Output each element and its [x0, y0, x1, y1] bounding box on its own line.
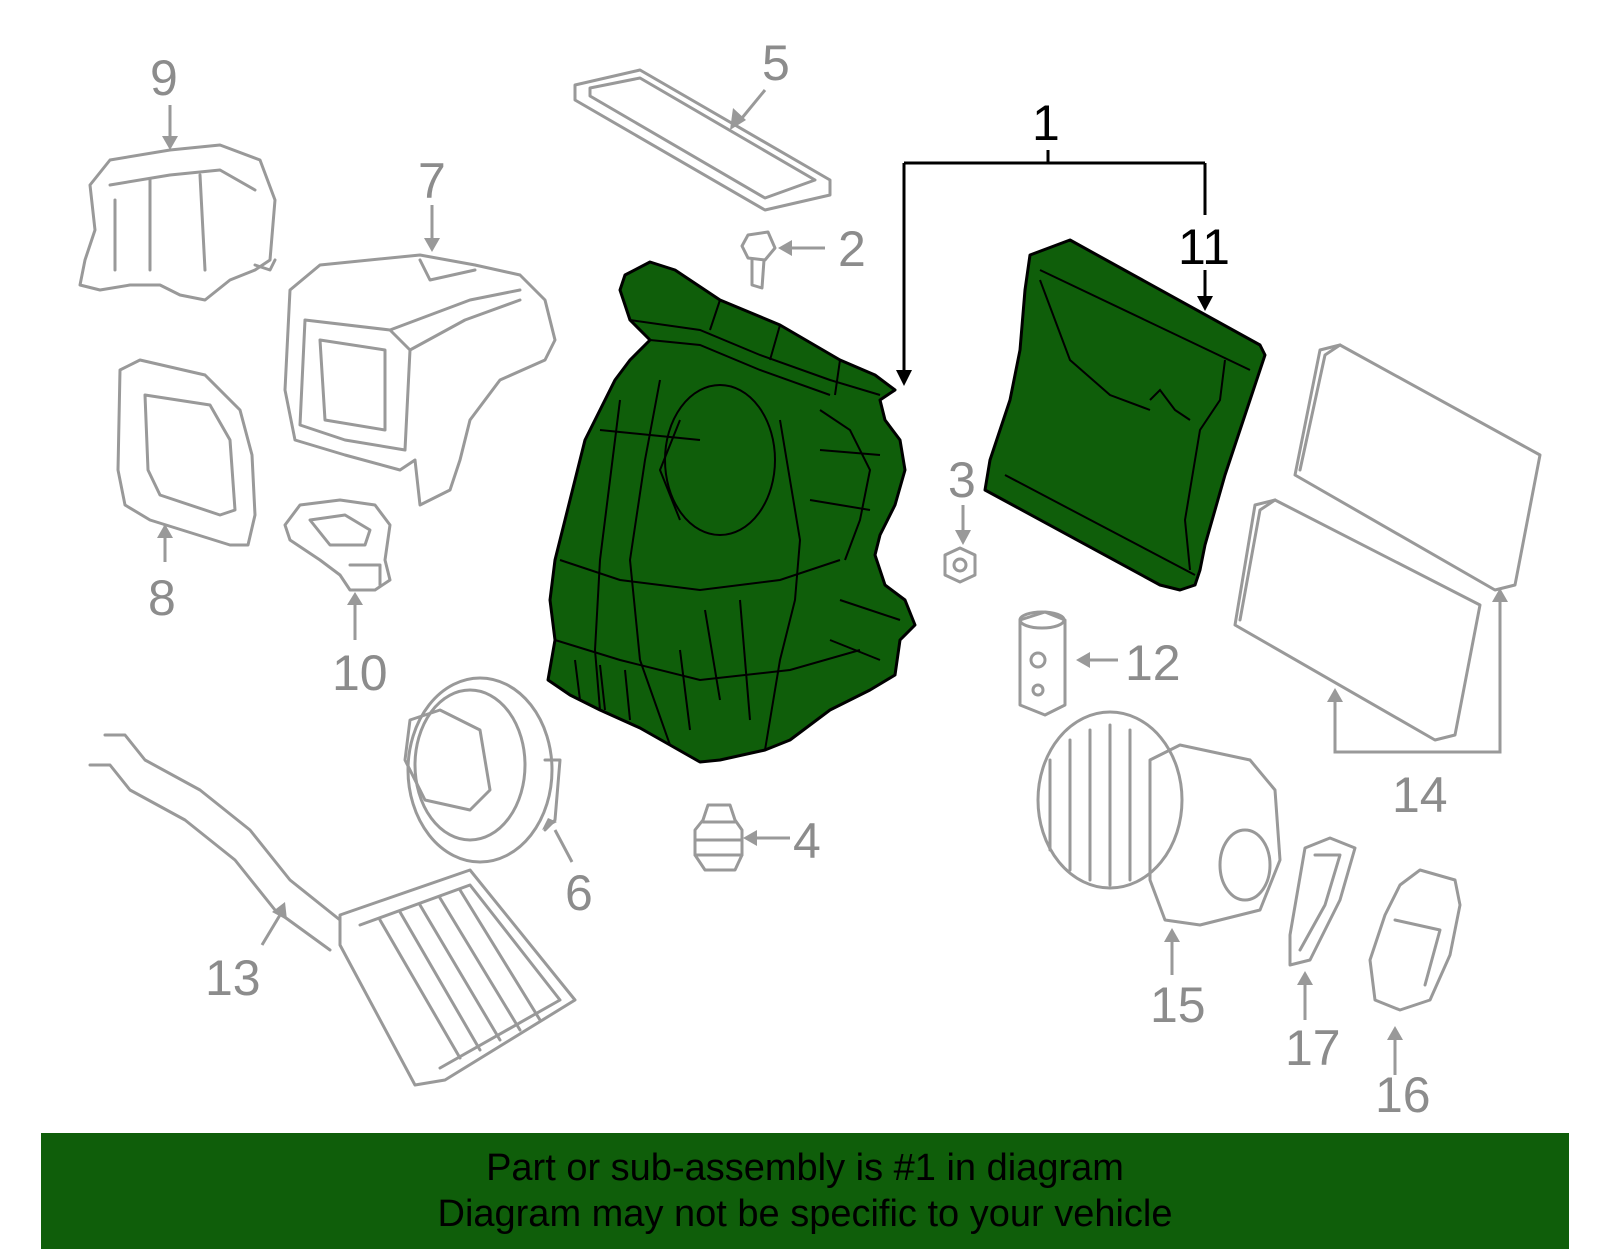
part-9-duct-cover[interactable]: [78, 143, 277, 302]
part-12-expansion-valve[interactable]: [1018, 610, 1067, 717]
callout-17: 17: [1285, 1020, 1341, 1076]
callout-5: 5: [762, 35, 790, 91]
callout-9: 9: [150, 50, 178, 106]
part-2-bolt[interactable]: [740, 230, 777, 290]
callout-3: 3: [948, 452, 976, 508]
banner-line-2: Diagram may not be specific to your vehi…: [437, 1193, 1173, 1235]
part-5-filter-cover[interactable]: [573, 68, 832, 212]
part-1-hvac-case-assembly[interactable]: [546, 260, 917, 764]
callout-6: 6: [565, 865, 593, 921]
callout-4: 4: [793, 813, 821, 869]
part-10-actuator[interactable]: [283, 498, 392, 592]
callout-16: 16: [1375, 1067, 1431, 1123]
callout-8: 8: [148, 570, 176, 626]
part-13-heater-core[interactable]: [88, 733, 577, 1087]
part-11-evaporator-core[interactable]: [983, 238, 1267, 592]
callout-2: 2: [838, 221, 866, 277]
callout-15: 15: [1150, 977, 1206, 1033]
part-7-housing[interactable]: [283, 253, 557, 507]
part-14-cabin-air-filters[interactable]: [1233, 343, 1542, 742]
callout-12: 12: [1125, 635, 1181, 691]
part-3-nut[interactable]: [943, 546, 977, 584]
part-16-control-module[interactable]: [1368, 868, 1462, 1012]
callout-10: 10: [332, 645, 388, 701]
parts-diagram: 9 8 7 10 5 2: [78, 35, 1542, 1123]
part-17-seal[interactable]: [1288, 836, 1357, 967]
part-8-frame[interactable]: [116, 358, 257, 547]
callout-11: 11: [1178, 219, 1230, 275]
part-6-blower-motor[interactable]: [403, 676, 562, 864]
callout-7: 7: [418, 153, 446, 209]
callout-13: 13: [205, 950, 261, 1006]
callout-14: 14: [1392, 767, 1448, 823]
banner-line-1: Part or sub-assembly is #1 in diagram: [486, 1147, 1124, 1189]
callout-1: 1: [1032, 95, 1060, 151]
part-4-grommet[interactable]: [693, 803, 744, 872]
info-banner: Part or sub-assembly is #1 in diagram Di…: [41, 1133, 1569, 1249]
part-15-blower-fan[interactable]: [1036, 710, 1282, 927]
